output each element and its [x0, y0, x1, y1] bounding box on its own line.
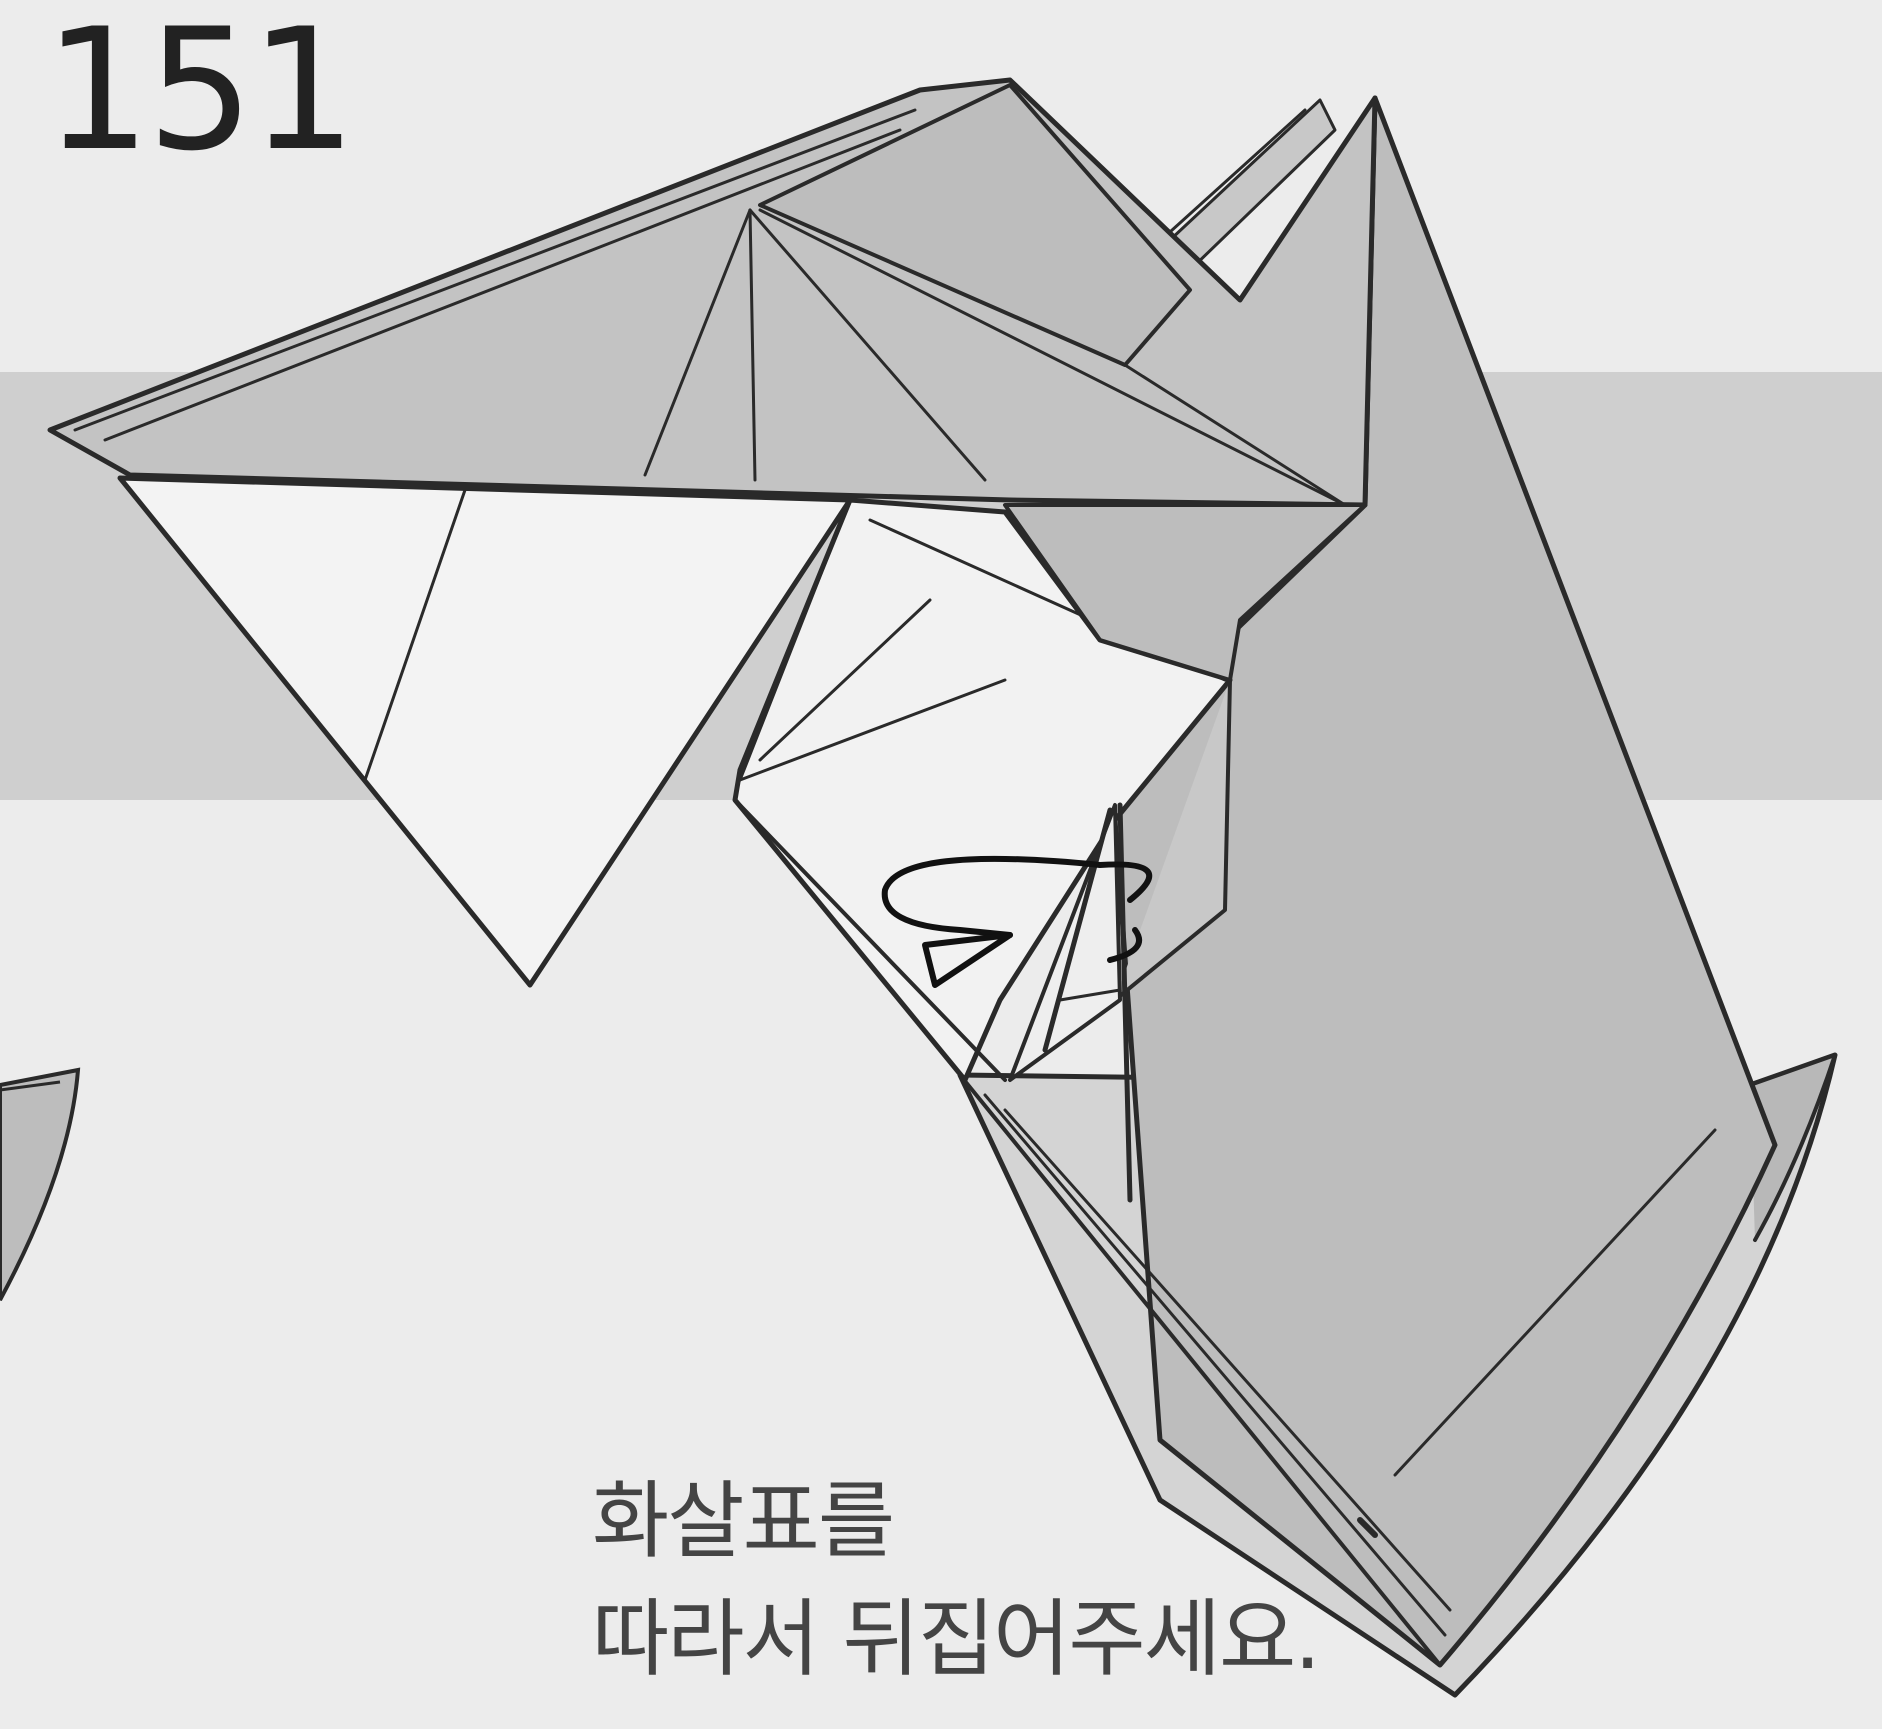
instruction-text: 화살표를 따라서 뒤집어주세요. — [592, 1462, 1321, 1698]
instruction-line-1: 화살표를 — [592, 1472, 895, 1570]
origami-model — [47, 77, 1838, 1698]
left-white-panel — [117, 475, 853, 988]
turn-over-arrow-icon — [881, 855, 1153, 988]
step-number: 151 — [44, 0, 357, 188]
center-white-panel — [732, 497, 1233, 1083]
instruction-line-2: 따라서 뒤집어주세요. — [592, 1590, 1321, 1688]
left-model-fragment — [0, 1067, 81, 1301]
